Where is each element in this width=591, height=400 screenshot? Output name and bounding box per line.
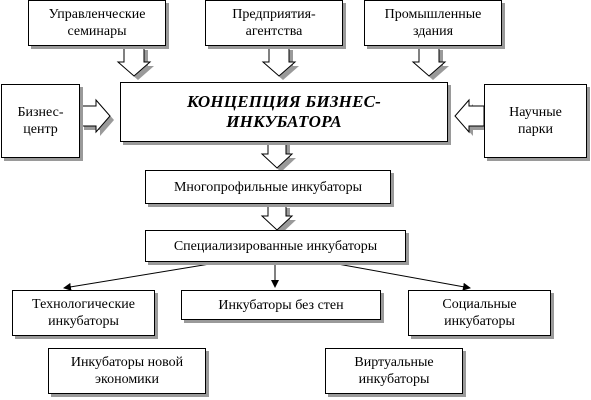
box-concept: КОНЦЕПЦИЯ БИЗНЕС- ИНКУБАТОРА [120, 82, 448, 142]
box-science-parks: Научные парки [484, 84, 587, 158]
box-technological-incubators: Технологические инкубаторы [12, 290, 155, 336]
block-arrow-buildings-to-concept [411, 45, 449, 80]
block-arrow-multiprofile-to-specialized [260, 203, 296, 234]
block-arrow-enterprises-to-concept [261, 45, 299, 80]
box-social-incubators: Социальные инкубаторы [408, 290, 551, 336]
box-specialized-incubators: Специализированные инкубаторы [145, 230, 406, 262]
box-business-center: Бизнес- центр [1, 84, 80, 158]
box-management-seminars: Управленческие семинары [28, 0, 166, 46]
block-arrow-concept-to-multiprofile [260, 139, 296, 172]
box-multiprofile-incubators: Многопрофильные инкубаторы [145, 170, 391, 204]
arrow-to-technological [63, 258, 241, 291]
block-arrow-business-center-to-concept [79, 98, 114, 136]
box-new-economy-incubators: Инкубаторы новой экономики [48, 348, 206, 394]
box-agency-enterprises: Предприятия- агентства [205, 0, 343, 46]
block-arrow-seminars-to-concept [116, 45, 154, 80]
box-industrial-buildings: Промышленные здания [364, 0, 502, 46]
arrow-to-social [309, 258, 471, 291]
block-arrow-science-parks-to-concept [454, 98, 488, 136]
box-incubators-without-walls: Инкубаторы без стен [181, 290, 381, 320]
box-virtual-incubators: Виртуальные инкубаторы [325, 348, 463, 394]
